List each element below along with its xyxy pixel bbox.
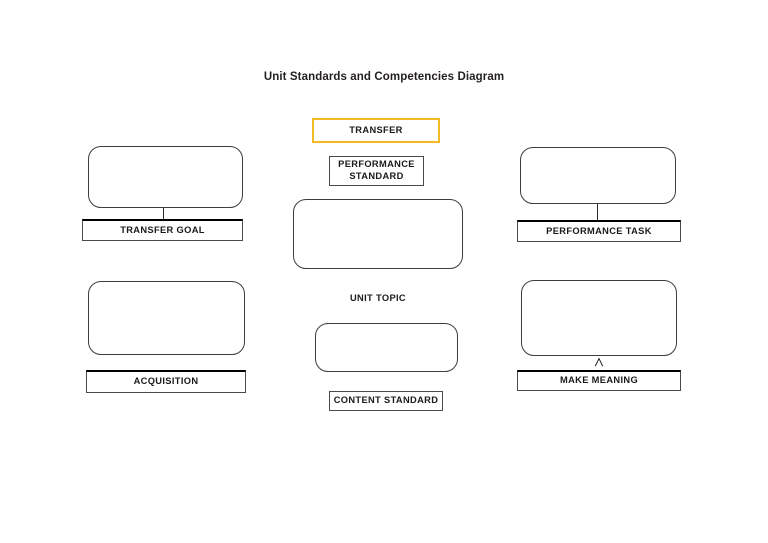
content-standard-node[interactable]: CONTENT STANDARD (329, 391, 443, 411)
transfer-goal-label: TRANSFER GOAL (120, 224, 205, 235)
transfer-goal-entry-area[interactable] (88, 146, 243, 208)
performance-task-connector (597, 204, 599, 220)
performance-standard-label-line1: PERFORMANCE (338, 159, 415, 170)
make-meaning-entry-area[interactable] (521, 280, 677, 356)
acquisition-entry-area[interactable] (88, 281, 245, 355)
unit-topic-entry-area[interactable] (293, 199, 463, 269)
arrow-up-icon (592, 356, 606, 370)
make-meaning-label: MAKE MEANING (559, 375, 639, 386)
performance-task-entry-area[interactable] (520, 147, 676, 204)
make-meaning-node[interactable]: MAKE MEANING (517, 370, 681, 391)
performance-task-label: PERFORMANCE TASK (546, 225, 652, 236)
acquisition-node[interactable]: ACQUISITION (86, 370, 246, 393)
content-standard-entry-area[interactable] (315, 323, 458, 372)
unit-topic-label: UNIT TOPIC (349, 293, 406, 303)
performance-task-node[interactable]: PERFORMANCE TASK (517, 220, 681, 242)
performance-standard-label-line2: STANDARD (349, 171, 404, 181)
performance-standard-node[interactable]: PERFORMANCE STANDARD (329, 156, 424, 186)
content-standard-label: CONTENT STANDARD (333, 395, 439, 406)
transfer-goal-node[interactable]: TRANSFER GOAL (82, 219, 243, 241)
transfer-goal-connector (163, 208, 165, 219)
acquisition-label: ACQUISITION (133, 376, 199, 387)
page-title: Unit Standards and Competencies Diagram (263, 71, 505, 83)
transfer-label: TRANSFER (349, 124, 403, 135)
transfer-node[interactable]: TRANSFER (312, 118, 440, 143)
